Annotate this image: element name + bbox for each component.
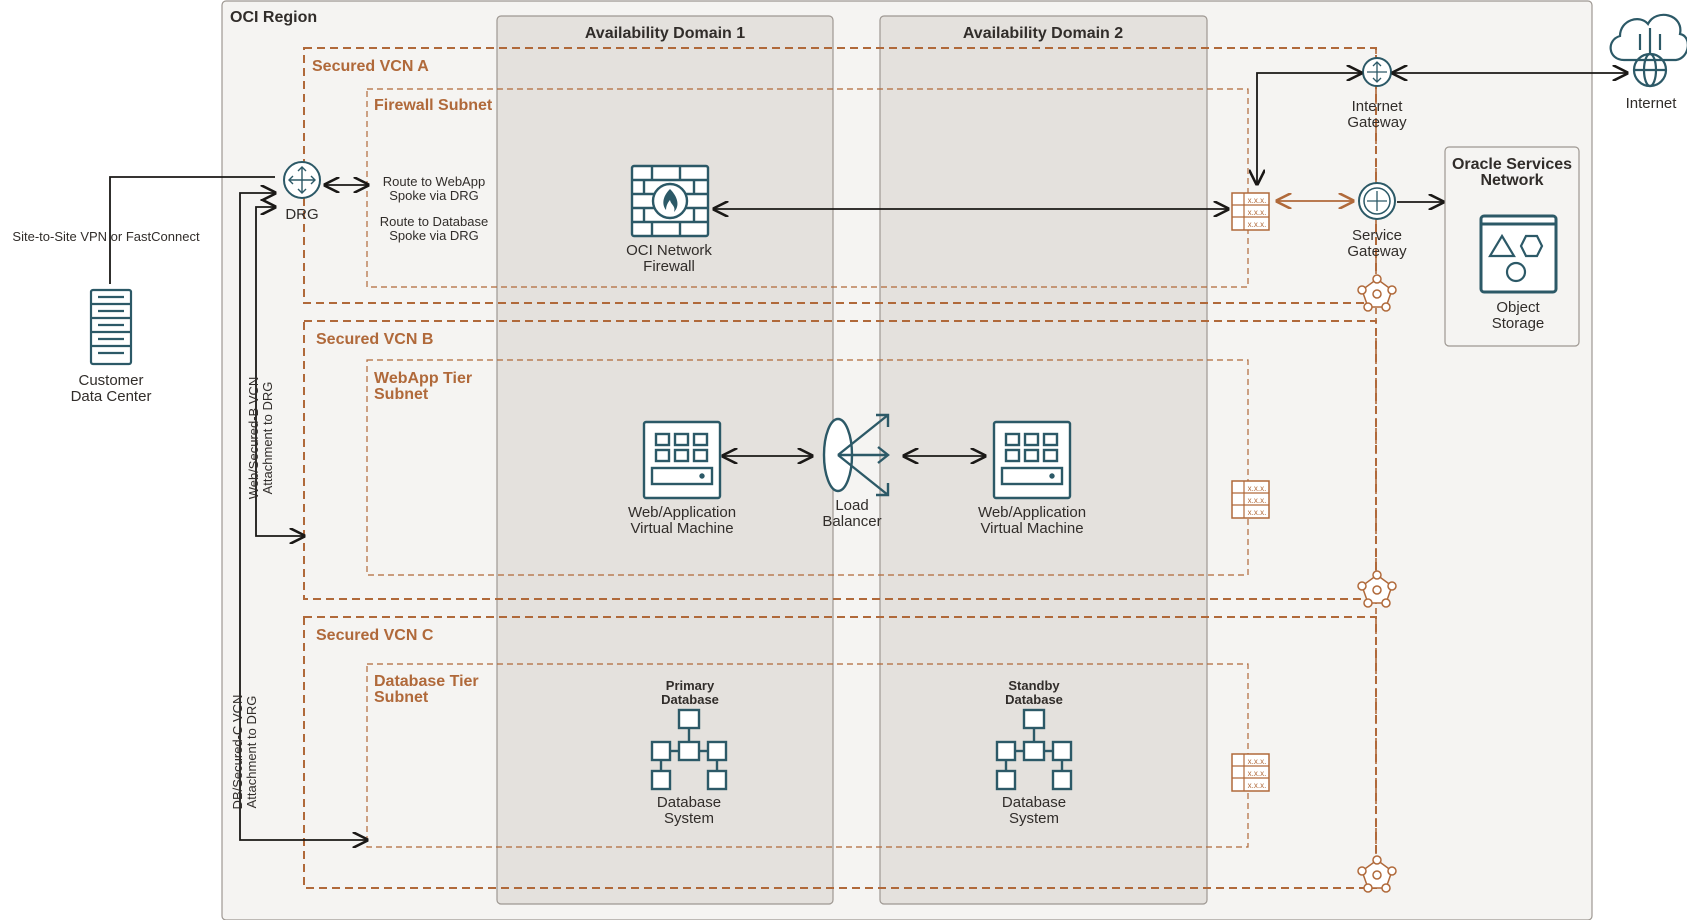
route-webapp-label-1: Route to WebApp	[383, 174, 485, 189]
firewall-icon	[630, 164, 710, 238]
service-gateway-icon	[1358, 182, 1396, 220]
drg-label: DRG	[285, 206, 318, 223]
load-balancer-label-1: Load	[835, 497, 868, 514]
web-vm-2-label-2: Virtual Machine	[980, 520, 1083, 537]
web-vm-2-icon	[992, 420, 1072, 500]
primary-db-label-2: Database	[661, 692, 719, 707]
route-table-text-4: x.x.x.	[1248, 484, 1267, 493]
load-balancer-label-2: Balancer	[822, 513, 881, 530]
availability-domain-1-label: Availability Domain 1	[585, 25, 745, 42]
customer-data-center-icon	[89, 288, 133, 366]
vcn-a-network-icon	[1357, 274, 1397, 312]
internet-gateway-icon	[1362, 57, 1392, 87]
route-table-text-6: x.x.x.	[1248, 508, 1267, 517]
igw-route-table-link	[1257, 73, 1361, 184]
customer-data-center-label-2: Data Center	[71, 388, 152, 405]
service-gateway-label-2: Gateway	[1347, 243, 1407, 260]
firewall-subnet-box	[366, 88, 1249, 288]
attachment-c-label-2: Attachment to DRG	[244, 696, 259, 809]
database-subnet-title-2: Subnet	[374, 689, 429, 706]
customer-data-center-label-1: Customer	[78, 372, 143, 389]
primary-database-system-icon	[650, 708, 728, 791]
route-table-text-2: x.x.x.	[1248, 208, 1267, 217]
firewall-label-2: Firewall	[643, 258, 695, 275]
route-table-text-9: x.x.x.	[1248, 781, 1267, 790]
object-storage-icon	[1479, 214, 1558, 294]
route-table-icon: x.x.x. x.x.x. x.x.x.	[1231, 480, 1270, 519]
drg-icon	[283, 161, 321, 199]
database-system-2-label-2: System	[1009, 810, 1059, 827]
connectors	[109, 73, 1627, 840]
route-table-text-8: x.x.x.	[1248, 769, 1267, 778]
database-system-1-label-1: Database	[657, 794, 721, 811]
secured-vcn-c-title: Secured VCN C	[316, 627, 434, 644]
route-db-label-1: Route to Database	[380, 214, 488, 229]
attachment-c-label-1: DB/Secured-C VCN	[230, 695, 245, 810]
standby-db-label-2: Database	[1005, 692, 1063, 707]
internet-gateway-label-2: Gateway	[1347, 114, 1407, 131]
web-vm-1-label-2: Virtual Machine	[630, 520, 733, 537]
internet-label: Internet	[1626, 95, 1678, 112]
route-table-icon: x.x.x. x.x.x. x.x.x.	[1231, 753, 1270, 792]
standby-db-label-1: Standby	[1008, 678, 1060, 693]
vcn-c-network-icon	[1357, 855, 1397, 893]
web-vm-1-icon	[642, 420, 722, 500]
webapp-subnet-title: WebApp Tier	[374, 370, 472, 387]
web-vm-2-label-1: Web/Application	[978, 504, 1086, 521]
vpn-connection-line	[109, 176, 275, 284]
vcn-b-network-icon	[1357, 570, 1397, 608]
secured-vcn-b-title: Secured VCN B	[316, 331, 433, 348]
object-storage-label-2: Storage	[1492, 315, 1545, 332]
web-vm-1-label-1: Web/Application	[628, 504, 736, 521]
firewall-label-1: OCI Network	[626, 242, 712, 259]
internet-gateway-label-1: Internet	[1352, 98, 1404, 115]
internet-cloud-icon	[1609, 13, 1687, 88]
firewall-subnet-title: Firewall Subnet	[374, 97, 493, 114]
availability-domain-2-label: Availability Domain 2	[963, 25, 1123, 42]
attachment-b-label-1: Web/Secured-B VCN	[246, 377, 261, 500]
route-table-text-7: x.x.x.	[1248, 757, 1267, 766]
osn-title-1: Oracle Services	[1452, 156, 1572, 173]
route-table-text-5: x.x.x.	[1248, 496, 1267, 505]
service-gateway-label-1: Service	[1352, 227, 1402, 244]
oci-region-title: OCI Region	[230, 9, 317, 26]
database-subnet-title: Database Tier	[374, 673, 479, 690]
vpn-label: Site-to-Site VPN or FastConnect	[12, 229, 200, 244]
object-storage-label-1: Object	[1496, 299, 1540, 316]
primary-db-label-1: Primary	[666, 678, 715, 693]
database-system-1-label-2: System	[664, 810, 714, 827]
webapp-subnet-title-2: Subnet	[374, 386, 429, 403]
attachment-c-line	[239, 193, 367, 840]
route-table-text-1: x.x.x.	[1248, 196, 1267, 205]
route-db-label-2: Spoke via DRG	[389, 228, 479, 243]
load-balancer-icon	[822, 413, 890, 497]
route-table-text-3: x.x.x.	[1248, 220, 1267, 229]
osn-title-2: Network	[1480, 172, 1543, 189]
database-system-2-label-1: Database	[1002, 794, 1066, 811]
standby-database-system-icon	[995, 708, 1073, 791]
route-table-icon: x.x.x. x.x.x. x.x.x.	[1231, 192, 1270, 231]
route-webapp-label-2: Spoke via DRG	[389, 188, 479, 203]
secured-vcn-a-title: Secured VCN A	[312, 58, 429, 75]
attachment-b-label-2: Attachment to DRG	[260, 382, 275, 495]
